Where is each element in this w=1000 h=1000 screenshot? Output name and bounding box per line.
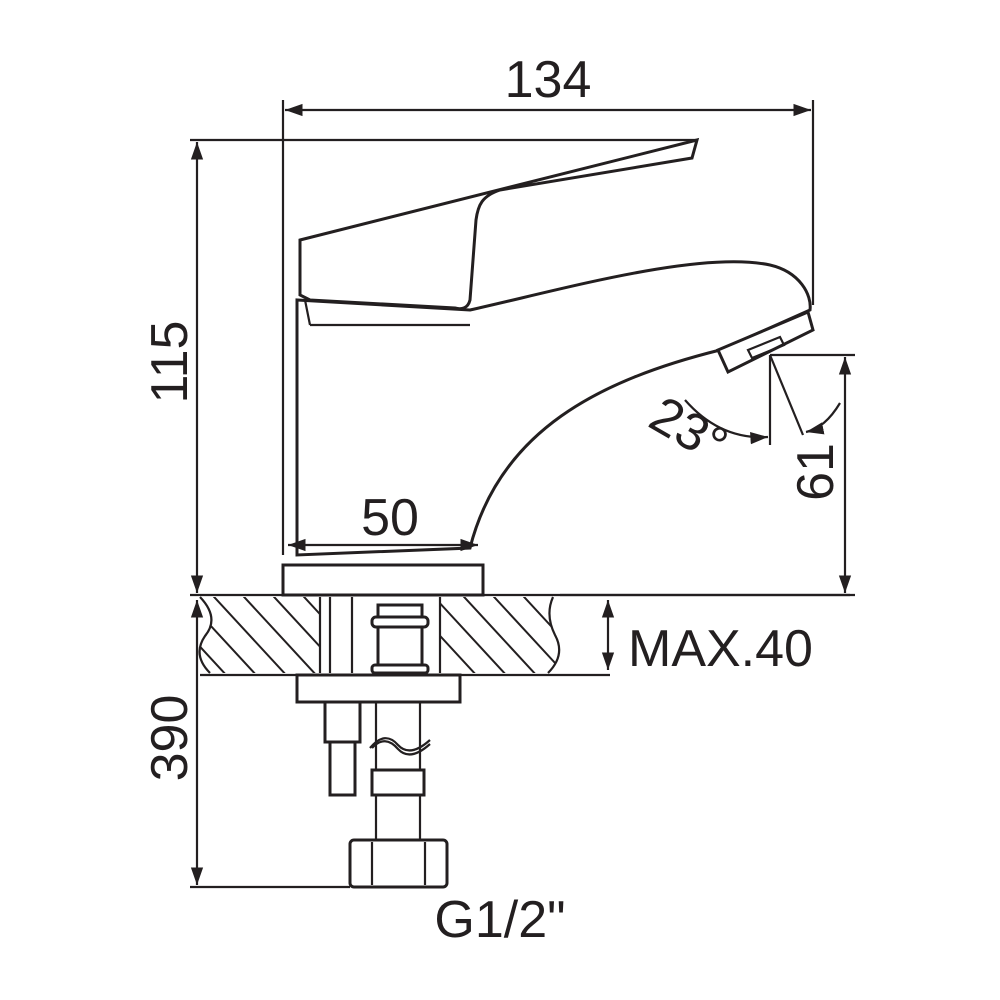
- lever-handle: [298, 137, 700, 311]
- label-overall-height: 115: [141, 321, 199, 404]
- dimension-hose-length: [190, 600, 350, 889]
- hose-nut: [348, 838, 449, 889]
- faucet-body: [281, 137, 815, 597]
- dimension-overall-height: [190, 138, 697, 593]
- hose-ferrule: [370, 768, 426, 797]
- label-spout-height: 61: [787, 443, 845, 501]
- label-spout-angle: 23°: [640, 386, 737, 476]
- mounting-plate: [295, 673, 462, 704]
- label-base-width: 50: [361, 489, 419, 547]
- threaded-rod: [328, 740, 357, 797]
- mounting-hardware: [295, 597, 462, 889]
- base-plate: [281, 563, 485, 597]
- label-max-counter-thickness: MAX.40: [628, 620, 813, 678]
- label-hose-length: 390: [141, 695, 199, 782]
- label-overall-length: 134: [505, 51, 592, 109]
- dimension-overall-length: [281, 100, 815, 555]
- label-connection-thread: G1/2": [434, 891, 565, 949]
- mounting-nut: [323, 700, 362, 744]
